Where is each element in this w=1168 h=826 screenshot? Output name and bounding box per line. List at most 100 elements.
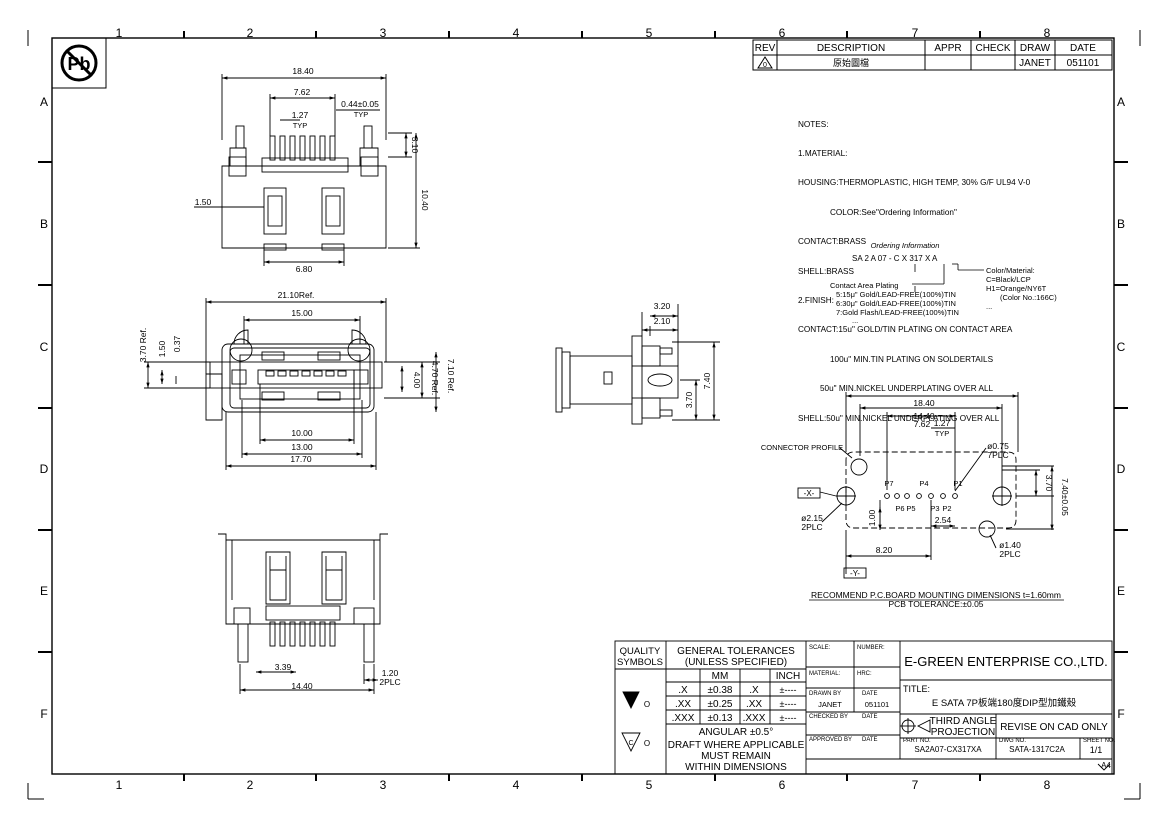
zone-col-3: 3 (380, 26, 387, 40)
dim-pcb-hole-075: ø0.75 (987, 441, 1009, 451)
zone-col-5: 5 (646, 26, 653, 40)
datum-y-label: -Y- (850, 569, 860, 578)
zone-col-1: 1 (116, 26, 123, 40)
dim-pcb-18-40: 18.40 (913, 398, 935, 408)
rev-value-draw: JANET (1019, 58, 1051, 69)
label-approved-by: APPROVED BY (809, 737, 852, 743)
plating-option-6: 6:30μ" Gold/LEAD-FREE(100%)TIN (836, 299, 956, 308)
pb-free-logo: Pb (51, 37, 107, 89)
dim-pcb-14-40: 14.40 (913, 411, 935, 421)
quality-symbol-c: C (628, 740, 633, 747)
pcb-caption-1: RECOMMEND P.C.BOARD MOUNTING DIMENSIONS … (811, 590, 1061, 600)
dim-pcb-3-70: 3.70 (1044, 475, 1054, 492)
label-material: MATERIAL: (809, 671, 841, 677)
dim-top-0-44-typ: TYP (354, 110, 369, 119)
pin-label-p3: P3 (930, 504, 939, 513)
dim-top-18-40: 18.40 (292, 66, 314, 76)
zone-col-2: 2 (247, 26, 254, 40)
company-name: E-GREEN ENTERPRISE CO.,LTD. (904, 654, 1107, 669)
dim-pcb-hole-215-qty: 2PLC (801, 522, 822, 532)
tol-place-xxx: .XXX (672, 713, 695, 724)
ordering-text: Ordering Information SA 2 A 07 - C X 317… (830, 241, 1057, 325)
sheet-frame (27, 30, 1141, 800)
tol-mm-xx: ±0.25 (708, 699, 733, 710)
tol-inch-x: ±---- (780, 685, 797, 695)
rev-header-appr: APPR (934, 43, 961, 54)
label-dwg-no: DWG NO. (999, 738, 1026, 744)
zone-col-4: 4 (513, 26, 520, 40)
label-hrc: HRC: (857, 671, 872, 677)
top-view-dims: 18.40 7.62 0.44±0.05 TYP 1.27 TYP 3.10 1… (195, 66, 430, 274)
dim-front-0-37: 0.37 (172, 335, 182, 352)
color-option-h1: H1=Orange/NY6T (986, 284, 1047, 293)
plating-option-7: 7:Gold Flash/LEAD-FREE(100%)TIN (836, 308, 959, 317)
dim-top-1-50: 1.50 (195, 197, 212, 207)
revise-note: REVISE ON CAD ONLY (1000, 722, 1108, 733)
top-view (194, 74, 420, 266)
zone-col-7: 7 (912, 26, 919, 40)
front-view-dims: 21.10Ref. 15.00 10.00 13.00 17.70 3.70 R… (138, 290, 456, 464)
dim-top-10-40: 10.40 (420, 189, 430, 211)
dim-bottom-3-39: 3.39 (275, 662, 292, 672)
pcb-caption-2: PCB TOLERANCE:±0.05 (888, 599, 983, 609)
dim-pcb-7-62: 7.62 (914, 419, 931, 429)
top-view-pins (269, 135, 336, 161)
dim-top-6-80: 6.80 (296, 264, 313, 274)
dim-side-7-40: 7.40 (702, 372, 712, 389)
dim-side-3-70: 3.70 (684, 391, 694, 408)
dim-front-4-00: 4.00 (412, 372, 422, 389)
rev-header-rev: REV (755, 43, 776, 54)
plating-title: Contact Area Plating (830, 281, 898, 290)
tol-ip-xxx: .XXX (743, 713, 766, 724)
zone-col-1-bottom: 1 (116, 778, 123, 792)
dim-top-0-44: 0.44±0.05 (341, 99, 379, 109)
tolerance-header-mm: MM (712, 671, 729, 682)
dim-front-17-70: 17.70 (290, 454, 312, 464)
tol-mm-xxx: ±0.13 (708, 713, 733, 724)
draft-note-1: DRAFT WHERE APPLICABLE (668, 740, 805, 751)
rev-header-description: DESCRIPTION (817, 43, 885, 54)
dim-pcb-2-54: 2.54 (935, 515, 952, 525)
zone-col-2-bottom: 2 (247, 778, 254, 792)
plating-option-more: ... (852, 316, 858, 325)
dim-pcb-hole-075-qty: 7PLC (987, 450, 1008, 460)
projection-line2: PROJECTION (931, 727, 995, 738)
pcb-layout (797, 392, 1054, 579)
zone-row-c: C (40, 340, 49, 354)
zone-col-8-bottom: 8 (1044, 778, 1051, 792)
rev-header-check: CHECK (975, 43, 1010, 54)
dim-front-1-50: 1.50 (157, 340, 167, 357)
color-option-no: (Color No.:166C) (1000, 293, 1057, 302)
tol-ip-x: .X (749, 685, 759, 696)
zone-row-b: B (40, 217, 48, 231)
dim-pcb-hole-140: ø1.40 (999, 540, 1021, 550)
dim-bottom-14-40: 14.40 (291, 681, 313, 691)
dim-side-2-10: 2.10 (654, 316, 671, 326)
color-option-more: ... (986, 302, 992, 311)
draft-note-2: MUST REMAIN (701, 751, 771, 762)
general-tolerances-subtitle: (UNLESS SPECIFIED) (685, 657, 787, 668)
title-block-text: QUALITY SYMBOLS GENERAL TOLERANCES (UNLE… (617, 645, 1116, 773)
zone-row-c-right: C (1117, 340, 1126, 354)
ordering-part-code: SA 2 A 07 - C X 317 X A (852, 254, 938, 263)
rev-value-rev: 0 (763, 62, 767, 69)
datum-x-label: -X- (804, 489, 815, 498)
drawn-by-name: JANET (818, 700, 842, 709)
label-checked-date: DATE (862, 714, 878, 720)
zone-row-d: D (40, 462, 49, 476)
label-scale: SCALE: (809, 645, 831, 651)
dim-front-7-10: 7.10 Ref. (446, 359, 456, 394)
label-sheet-no: SHEET NO. (1083, 738, 1116, 744)
rev-value-date: 051101 (1067, 58, 1100, 69)
part-number: SA2A07-CX317XA (914, 745, 982, 754)
pin-label-p6: P6 (895, 504, 904, 513)
dim-bottom-1-20: 1.20 (382, 668, 399, 678)
zone-col-5-bottom: 5 (646, 778, 653, 792)
dim-pcb-hole-215: ø2.15 (801, 513, 823, 523)
zone-row-e: E (40, 584, 48, 598)
dim-front-4-70: 4.70 Ref. (430, 361, 440, 396)
ordering-title: Ordering Information (871, 241, 940, 250)
title-label: TITLE: (903, 684, 930, 694)
color-option-c: C=Black/LCP (986, 275, 1031, 284)
